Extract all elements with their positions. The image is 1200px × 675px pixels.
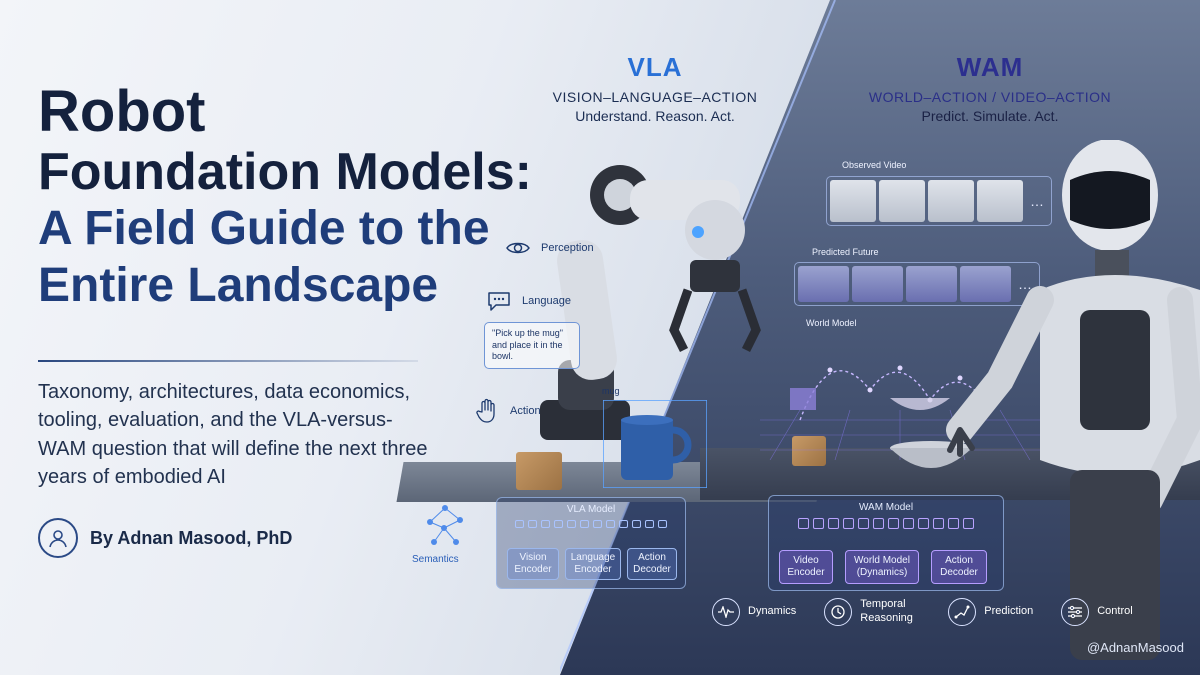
trajectory-icon (948, 598, 977, 626)
capability-label: Control (1097, 605, 1133, 618)
capability-label: Dynamics (748, 605, 797, 618)
title-line-1: Robot (38, 79, 206, 144)
video-frame (977, 180, 1023, 222)
ellipsis-icon: … (1018, 276, 1032, 292)
vla-expansion: VISION–LANGUAGE–ACTION (552, 89, 758, 105)
capability-dynamics: Dynamics (712, 598, 796, 626)
observed-video-label: Observed Video (842, 160, 907, 170)
action-label: Action (474, 398, 541, 424)
language-label: Language (486, 288, 571, 314)
clock-icon (824, 598, 853, 626)
mug-tag: mug (602, 386, 620, 396)
title-line-4: Entire Landscape (38, 258, 439, 312)
vla-header: VLA VISION–LANGUAGE–ACTION Understand. R… (545, 52, 765, 124)
title-rule (38, 360, 418, 362)
eye-icon (505, 235, 531, 261)
waveform-icon (712, 598, 740, 626)
world-model-block: World Model (Dynamics) (845, 550, 919, 584)
capability-prediction: Prediction (948, 598, 1033, 626)
mug-illustration (603, 400, 707, 488)
wam-model-title: WAM Model (858, 502, 914, 513)
vla-token-row (507, 520, 675, 528)
semantics-network-icon (427, 505, 463, 545)
predicted-frame (852, 266, 903, 302)
capability-label: Prediction (984, 605, 1034, 618)
action-text: Action (510, 405, 541, 417)
vla-tagline: Understand. Reason. Act. (575, 108, 735, 124)
world-model-label: World Model (806, 318, 857, 328)
author-name: By Adnan Masood, PhD (90, 527, 293, 548)
video-frame (830, 180, 876, 222)
ellipsis-icon: … (1030, 193, 1044, 209)
semantics-text: Semantics (412, 554, 459, 565)
vla-model-box: VLA Model Vision Encoder Language Encode… (496, 497, 686, 589)
perception-text: Perception (541, 242, 594, 254)
wam-tagline: Predict. Simulate. Act. (921, 108, 1059, 124)
capability-label: Temporal Reasoning (860, 598, 913, 624)
wooden-cube-wam (792, 436, 826, 466)
wam-token-row (779, 518, 993, 529)
vla-model-title: VLA Model (566, 504, 616, 515)
predicted-frame (960, 266, 1011, 302)
predicted-frame (906, 266, 957, 302)
language-text: Language (522, 295, 571, 307)
subtitle: Taxonomy, architectures, data economics,… (38, 381, 428, 489)
video-encoder-block: Video Encoder (779, 550, 833, 584)
person-icon (38, 518, 78, 558)
sliders-icon (1061, 598, 1090, 626)
wam-expansion: WORLD–ACTION / VIDEO–ACTION (868, 89, 1112, 105)
capability-temporal-reasoning: Temporal Reasoning (824, 598, 920, 626)
language-encoder-block: Language Encoder (565, 548, 621, 580)
author: By Adnan Masood, PhD (38, 518, 292, 558)
author-handle: @AdnanMasood (1086, 640, 1184, 655)
capability-row: Dynamics Temporal Reasoning Prediction C… (712, 598, 1133, 626)
title-line-3: A Field Guide to the (38, 201, 490, 255)
vla-acronym: VLA (627, 52, 683, 82)
wam-header: WAM WORLD–ACTION / VIDEO–ACTION Predict.… (860, 52, 1120, 124)
world-model-grid (760, 365, 1040, 460)
speech-bubble-icon (486, 288, 512, 314)
perception-label: Perception (505, 235, 594, 261)
wooden-cube (516, 452, 562, 490)
humanoid-robot-illustration (946, 140, 1200, 660)
capability-control: Control (1061, 598, 1133, 626)
video-frame (879, 180, 925, 222)
wam-model-box: WAM Model Video Encoder World Model (Dyn… (768, 495, 1004, 591)
title-line-2: Foundation Models: (38, 142, 532, 201)
action-decoder-block: Action Decoder (931, 550, 987, 584)
vision-encoder-block: Vision Encoder (507, 548, 559, 580)
video-frame (928, 180, 974, 222)
robot-arm-illustration (540, 165, 761, 440)
predicted-future-label: Predicted Future (812, 247, 879, 257)
headline: Robot Foundation Models: A Field Guide t… (38, 80, 558, 314)
wam-acronym: WAM (956, 52, 1024, 82)
predicted-frame (798, 266, 849, 302)
action-decoder-block: Action Decoder (627, 548, 677, 580)
instruction-bubble: "Pick up the mug" and place it in the bo… (484, 322, 580, 370)
predicted-future-strip: … (794, 262, 1040, 306)
hand-icon (474, 398, 500, 424)
observed-video-strip: … (826, 176, 1052, 226)
